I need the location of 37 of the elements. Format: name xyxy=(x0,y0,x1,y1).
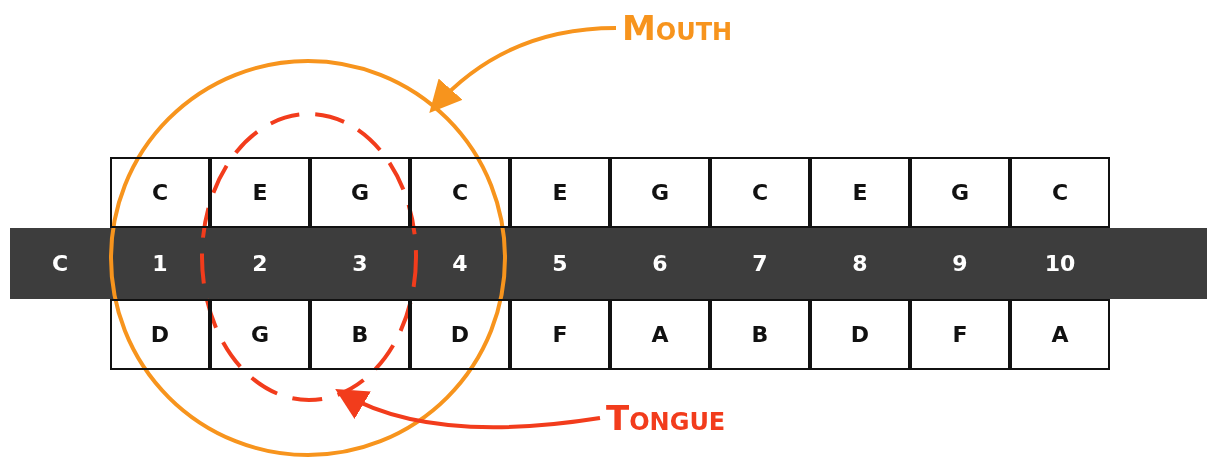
note-cell: E xyxy=(210,157,310,228)
note-cell: G xyxy=(310,157,410,228)
note-cell: E xyxy=(810,157,910,228)
note-cell: E xyxy=(510,157,610,228)
callout-label: Mouth xyxy=(622,8,733,48)
hole-number: C xyxy=(50,250,70,278)
hole-number: 3 xyxy=(351,250,369,278)
hole-number: 10 xyxy=(1043,250,1077,278)
note-cell: C xyxy=(1010,157,1110,228)
hole-number: 8 xyxy=(851,250,869,278)
mouth-circle xyxy=(108,58,508,458)
note-cell: B xyxy=(310,299,410,370)
hole-number: 6 xyxy=(651,250,669,278)
callout-label: Tongue xyxy=(606,398,726,438)
note-cell: C xyxy=(110,157,210,228)
note-cell: F xyxy=(910,299,1010,370)
note-cell: A xyxy=(610,299,710,370)
hole-number: 2 xyxy=(251,250,269,278)
tongue-ellipse xyxy=(199,111,419,403)
note-cell: F xyxy=(510,299,610,370)
hole-number: 7 xyxy=(751,250,769,278)
leader-arrow xyxy=(429,26,617,113)
hole-number: 5 xyxy=(551,250,569,278)
note-cell: G xyxy=(610,157,710,228)
note-cell: G xyxy=(210,299,310,370)
note-cell: C xyxy=(410,157,510,228)
note-cell: C xyxy=(710,157,810,228)
note-cell: G xyxy=(910,157,1010,228)
note-cell: D xyxy=(410,299,510,370)
note-cell: D xyxy=(110,299,210,370)
note-cell: D xyxy=(810,299,910,370)
hole-number: 9 xyxy=(951,250,969,278)
note-cell: B xyxy=(710,299,810,370)
hole-number: 4 xyxy=(451,250,469,278)
note-cell: A xyxy=(1010,299,1110,370)
hole-number: 1 xyxy=(151,250,169,278)
leader-arrow xyxy=(335,389,601,430)
